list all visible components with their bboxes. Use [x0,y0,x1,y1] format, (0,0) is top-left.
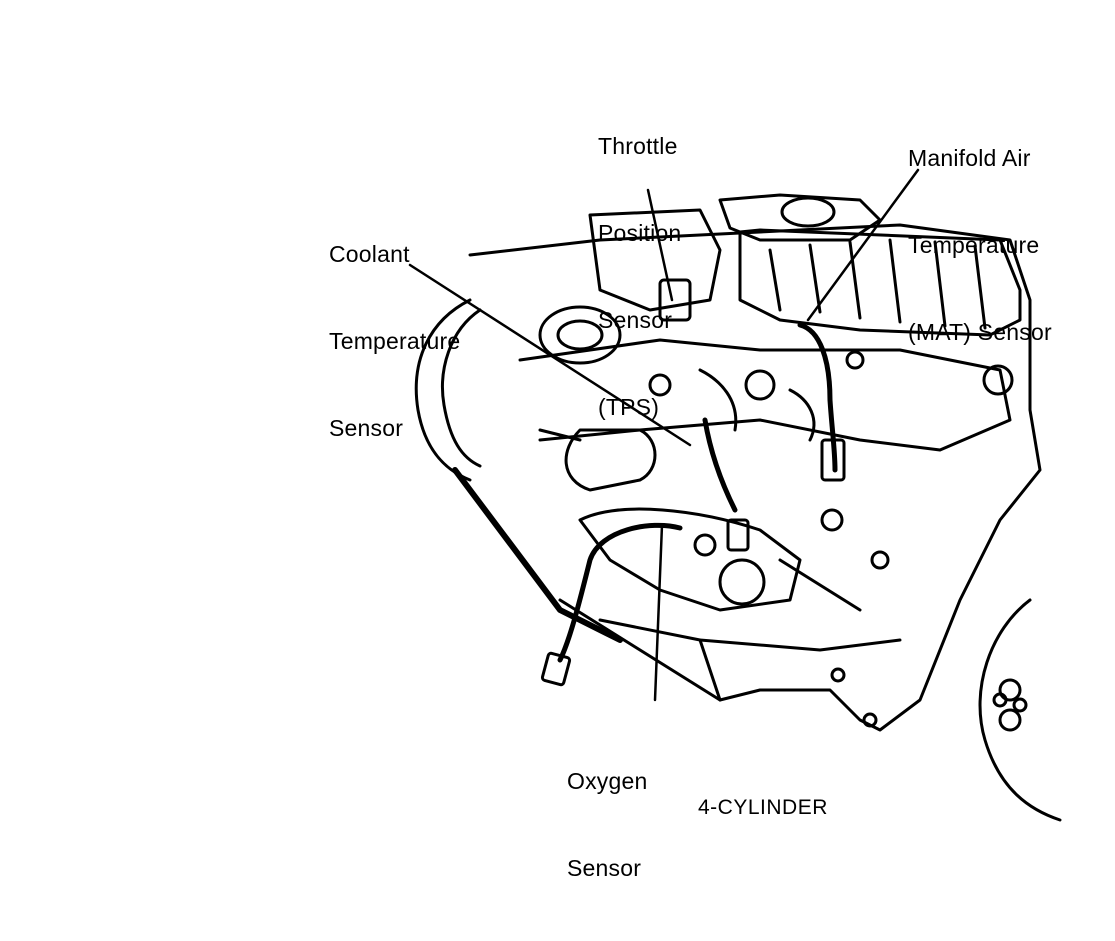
valve-cover [738,228,1022,337]
coolant-label-line: Sensor [329,415,404,441]
engine-sensor-diagram: Throttle Position Sensor (TPS) Manifold … [329,74,1062,881]
coolant-sensor-harness [702,417,738,513]
engine-block [468,223,1042,732]
mat-label-line: Manifold Air [908,145,1031,171]
mat-sensor-harness [797,322,838,473]
intake-manifold [518,338,1012,452]
tps-label: Throttle Position Sensor (TPS) [598,74,681,480]
oxygen-label: Oxygen Sensor [567,709,647,941]
flywheel [978,598,1062,822]
coolant-label: Coolant Temperature Sensor [329,182,460,501]
diagram-caption: 4-CYLINDER [698,796,828,819]
mat-label-line: (MAT) Sensor [908,319,1052,345]
tps-leader [646,188,674,302]
left-pulley [414,298,472,482]
exhaust-manifold [578,507,802,612]
coolant-label-line: Temperature [329,328,461,354]
oxygen-sensor-harness [557,522,683,663]
intake-top [718,193,882,242]
oxygen-label-line: Oxygen [567,768,648,794]
tps-label-line: (TPS) [598,394,660,420]
tps-label-line: Position [598,220,682,246]
oxygen-leader [653,523,664,702]
tps-label-line: Sensor [598,307,673,333]
engine-illustration [408,168,1062,822]
mat-leader [806,168,920,322]
throttle-body [588,208,722,312]
coolant-label-line: Coolant [329,241,410,267]
mat-label-line: Temperature [908,232,1040,258]
oxygen-label-line: Sensor [567,855,642,881]
mat-label: Manifold Air Temperature (MAT) Sensor [908,86,1052,405]
drive-belt [452,467,623,643]
coolant-outlet [564,428,657,492]
coolant-leader [408,263,692,447]
distributor [538,305,622,365]
tps-label-line: Throttle [598,133,678,159]
